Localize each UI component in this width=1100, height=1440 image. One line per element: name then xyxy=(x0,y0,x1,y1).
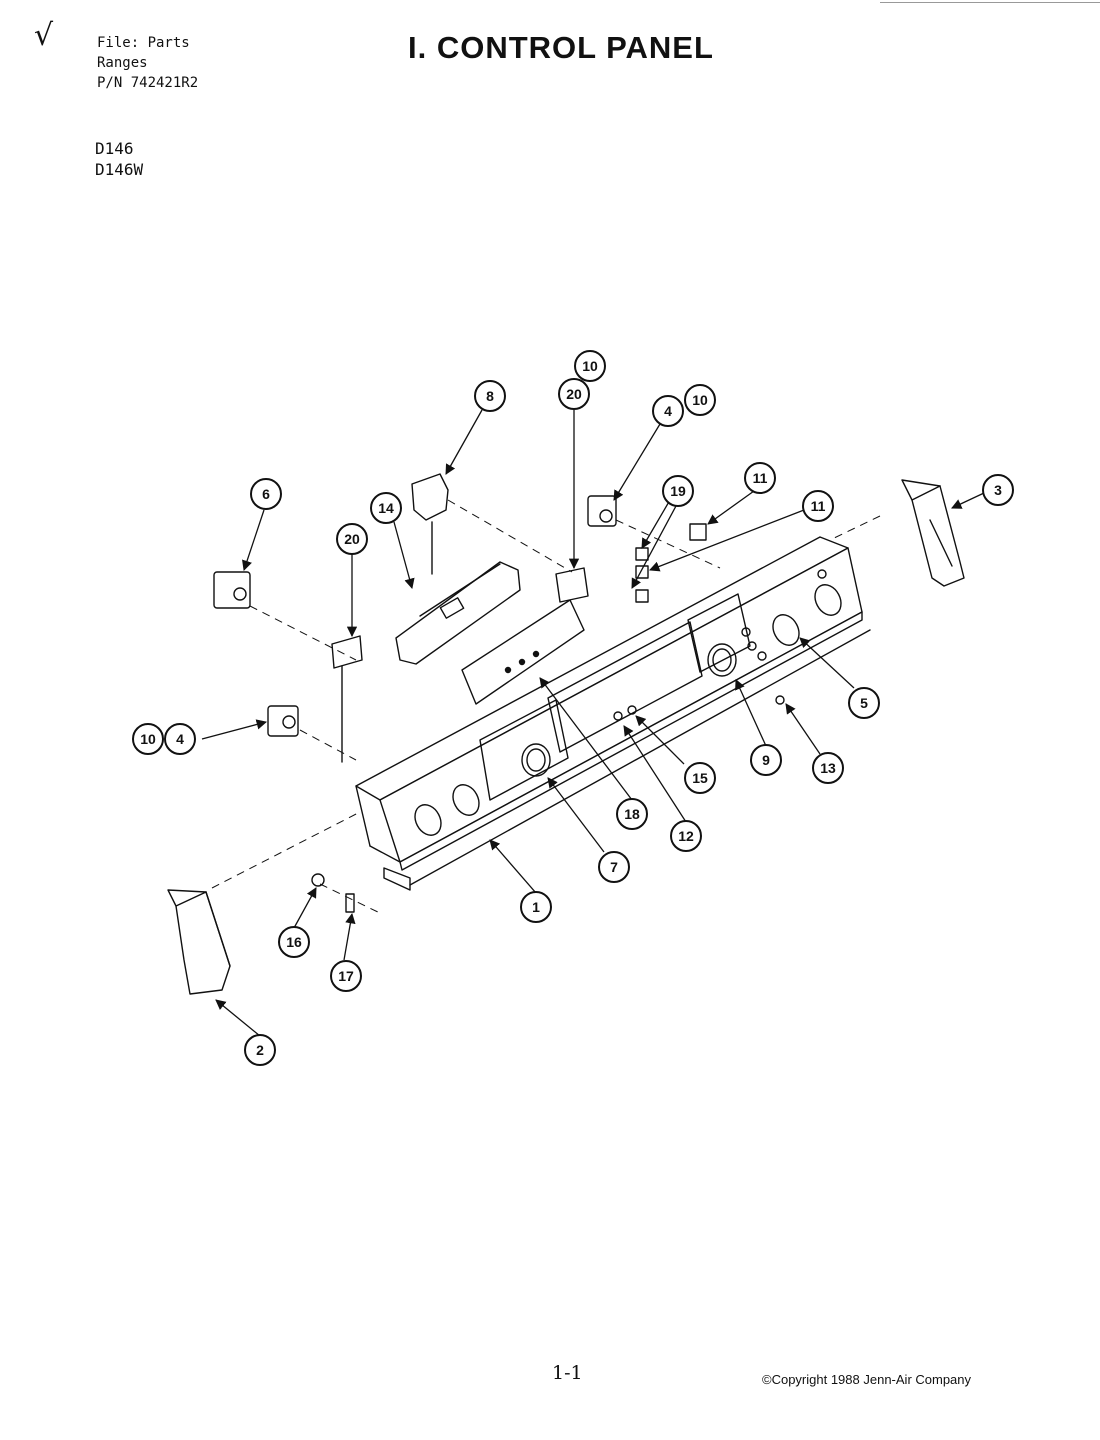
callout-11-right: 11 xyxy=(802,490,834,522)
svg-text:3: 3 xyxy=(994,482,1002,498)
left-end-cap xyxy=(167,889,231,995)
callout-12: 12 xyxy=(670,820,702,852)
page-number: 1-1 xyxy=(552,1362,583,1384)
svg-text:2: 2 xyxy=(256,1042,264,1058)
file-line: Ranges xyxy=(97,55,148,71)
callout-9: 9 xyxy=(750,744,782,776)
svg-text:7: 7 xyxy=(610,859,618,875)
callout-19: 19 xyxy=(662,475,694,507)
svg-text:20: 20 xyxy=(566,386,582,402)
page-title: I. CONTROL PANEL xyxy=(408,30,714,65)
callout-5: 5 xyxy=(848,687,880,719)
callout-10-top: 10 xyxy=(574,350,606,382)
callout-7: 7 xyxy=(598,851,630,883)
callout-17: 17 xyxy=(330,960,362,992)
svg-text:12: 12 xyxy=(678,828,694,844)
file-line: P/N 742421R2 xyxy=(97,75,199,91)
svg-text:19: 19 xyxy=(670,483,686,499)
svg-text:11: 11 xyxy=(753,470,768,486)
svg-text:5: 5 xyxy=(860,695,868,711)
svg-text:17: 17 xyxy=(338,968,354,984)
callout-20-top: 20 xyxy=(558,378,590,410)
right-end-cap xyxy=(901,479,965,587)
svg-text:10: 10 xyxy=(140,731,156,747)
callout-8: 8 xyxy=(474,380,506,412)
svg-text:11: 11 xyxy=(811,498,826,514)
svg-text:10: 10 xyxy=(582,358,598,374)
svg-text:4: 4 xyxy=(176,731,184,747)
svg-text:18: 18 xyxy=(624,806,640,822)
svg-text:9: 9 xyxy=(762,752,770,768)
svg-text:10: 10 xyxy=(692,392,708,408)
callout-15: 15 xyxy=(684,762,716,794)
callout-6: 6 xyxy=(250,478,282,510)
svg-text:16: 16 xyxy=(286,934,302,950)
top-edge-line xyxy=(880,2,1100,3)
control-panel-body xyxy=(355,536,871,891)
model-number: D146W xyxy=(95,160,144,179)
callout-16: 16 xyxy=(278,926,310,958)
callout-10-left: 10 xyxy=(132,723,164,755)
svg-text:15: 15 xyxy=(692,770,708,786)
callout-3: 3 xyxy=(982,474,1014,506)
svg-text:4: 4 xyxy=(664,403,672,419)
callout-13: 13 xyxy=(812,752,844,784)
svg-text:20: 20 xyxy=(344,531,360,547)
model-list: D146 D146W xyxy=(95,138,143,180)
callout-10: 10 xyxy=(684,384,716,416)
file-line: File: Parts xyxy=(97,35,190,51)
callout-14: 14 xyxy=(370,492,402,524)
callout-18: 18 xyxy=(616,798,648,830)
callout-4-left: 4 xyxy=(164,723,196,755)
svg-text:6: 6 xyxy=(262,486,270,502)
callout-2: 2 xyxy=(244,1034,276,1066)
model-number: D146 xyxy=(95,139,134,158)
callout-4: 4 xyxy=(652,395,684,427)
svg-text:1: 1 xyxy=(532,899,540,915)
check-mark: √ xyxy=(34,18,54,53)
callout-1: 1 xyxy=(520,891,552,923)
callout-20: 20 xyxy=(336,523,368,555)
part-6-switch xyxy=(213,571,251,609)
callout-11: 11 xyxy=(744,462,776,494)
copyright-notice: ©Copyright 1988 Jenn-Air Company xyxy=(762,1372,972,1387)
file-info: File: Parts Ranges P/N 742421R2 xyxy=(97,33,198,93)
svg-text:14: 14 xyxy=(378,500,394,516)
svg-text:8: 8 xyxy=(486,388,494,404)
svg-text:13: 13 xyxy=(820,760,836,776)
